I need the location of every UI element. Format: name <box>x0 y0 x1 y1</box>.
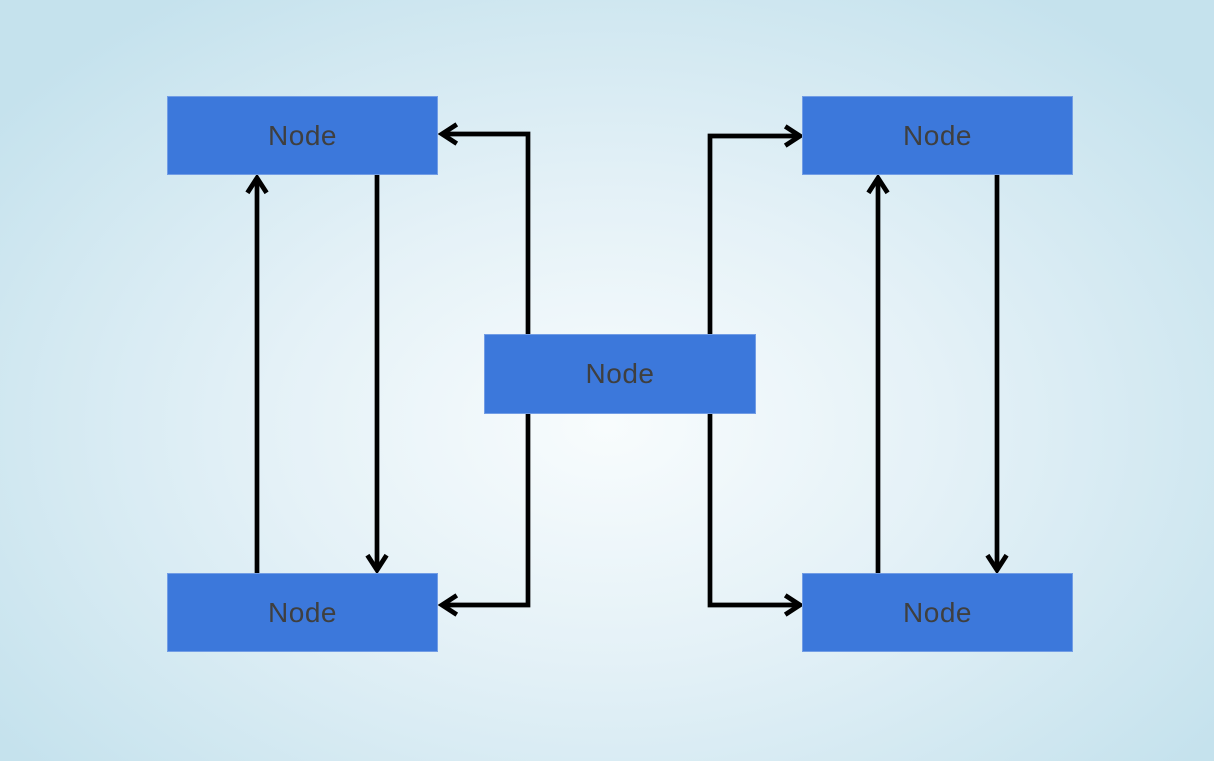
node-top-left[interactable]: Node <box>167 96 438 175</box>
node-bottom-left[interactable]: Node <box>167 573 438 652</box>
edge-center-to-top-left[interactable] <box>442 134 531 352</box>
node-label: Node <box>585 358 655 389</box>
node-label: Node <box>903 119 972 151</box>
edge-center-to-top-right[interactable] <box>707 136 800 352</box>
node-bottom-right[interactable]: Node <box>802 573 1073 652</box>
edge-center-to-bottom-left[interactable] <box>442 396 531 605</box>
node-label: Node <box>903 596 972 628</box>
node-top-right[interactable]: Node <box>802 96 1073 175</box>
node-label: Node <box>268 596 337 628</box>
edge-center-to-bottom-right[interactable] <box>707 396 800 605</box>
node-center[interactable]: Node <box>484 334 756 414</box>
node-label: Node <box>268 119 337 151</box>
